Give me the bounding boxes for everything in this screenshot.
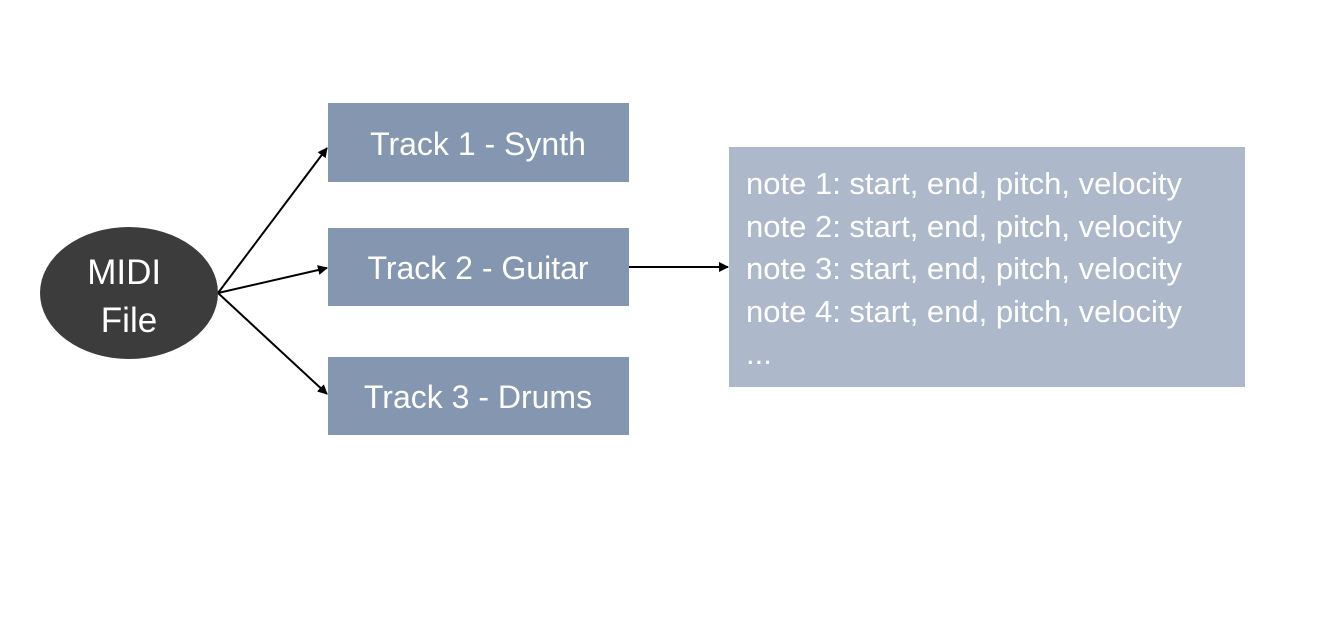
track-box-1: Track 1 - Synth <box>328 103 629 182</box>
track-box-2: Track 2 - Guitar <box>328 228 629 306</box>
midi-file-ellipse <box>40 227 218 359</box>
track-box-3: Track 3 - Drums <box>328 357 629 435</box>
midi-file-label-line-2: File <box>101 301 157 340</box>
midi-file-label: MIDI File <box>87 253 171 340</box>
arrow-midi-to-track-1 <box>217 147 328 294</box>
track-box-2-label: Track 2 - Guitar <box>367 250 588 286</box>
note-line-1: note 1: start, end, pitch, velocity <box>746 166 1182 201</box>
notes-panel-rect <box>729 147 1245 387</box>
arrow-midi-to-track-3 <box>217 292 328 395</box>
arrows <box>217 147 729 395</box>
note-line-ellipsis: ... <box>746 336 772 371</box>
note-line-2: note 2: start, end, pitch, velocity <box>746 209 1182 244</box>
track-box-3-label: Track 3 - Drums <box>364 379 592 415</box>
track-box-1-label: Track 1 - Synth <box>370 126 586 162</box>
arrow-midi-to-track-2 <box>217 265 328 294</box>
track-box-1-rect <box>328 103 629 182</box>
note-line-4: note 4: start, end, pitch, velocity <box>746 294 1182 329</box>
notes-panel: note 1: start, end, pitch, velocity note… <box>729 147 1245 387</box>
track-box-3-rect <box>328 357 629 435</box>
midi-file-node: MIDI File <box>40 227 218 359</box>
note-line-3: note 3: start, end, pitch, velocity <box>746 251 1182 286</box>
midi-file-label-line-1: MIDI <box>87 253 161 292</box>
track-box-2-rect <box>328 228 629 306</box>
